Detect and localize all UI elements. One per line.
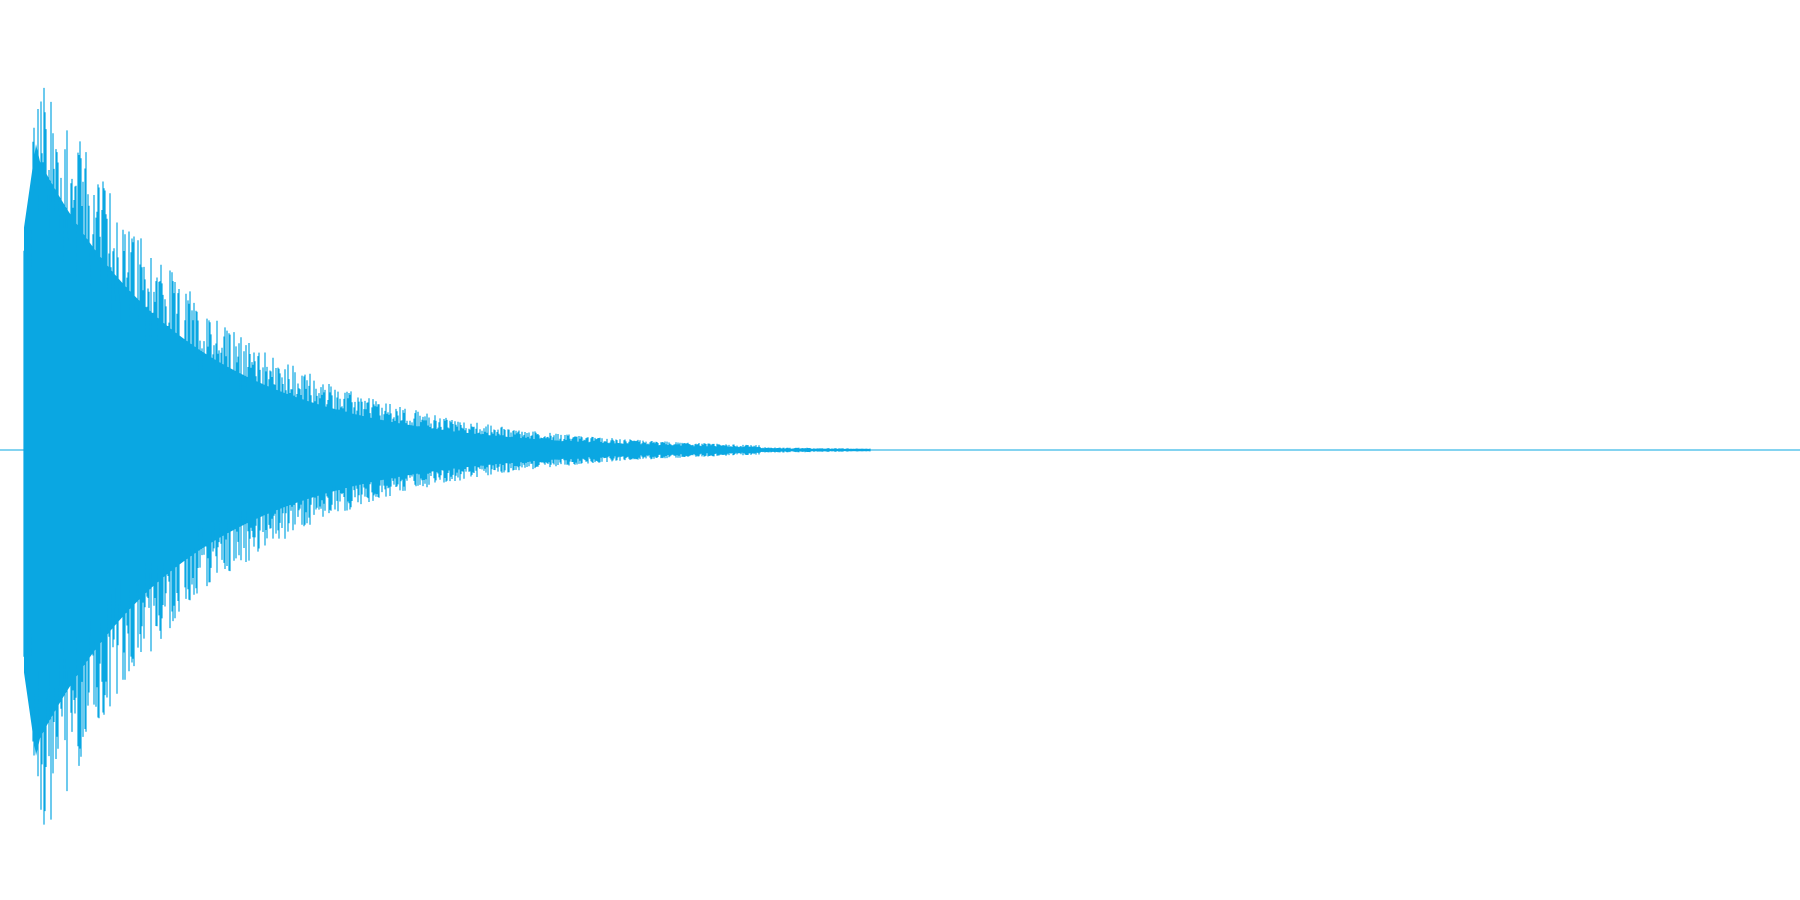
waveform-bars — [23, 87, 871, 825]
waveform-path — [23, 87, 871, 825]
